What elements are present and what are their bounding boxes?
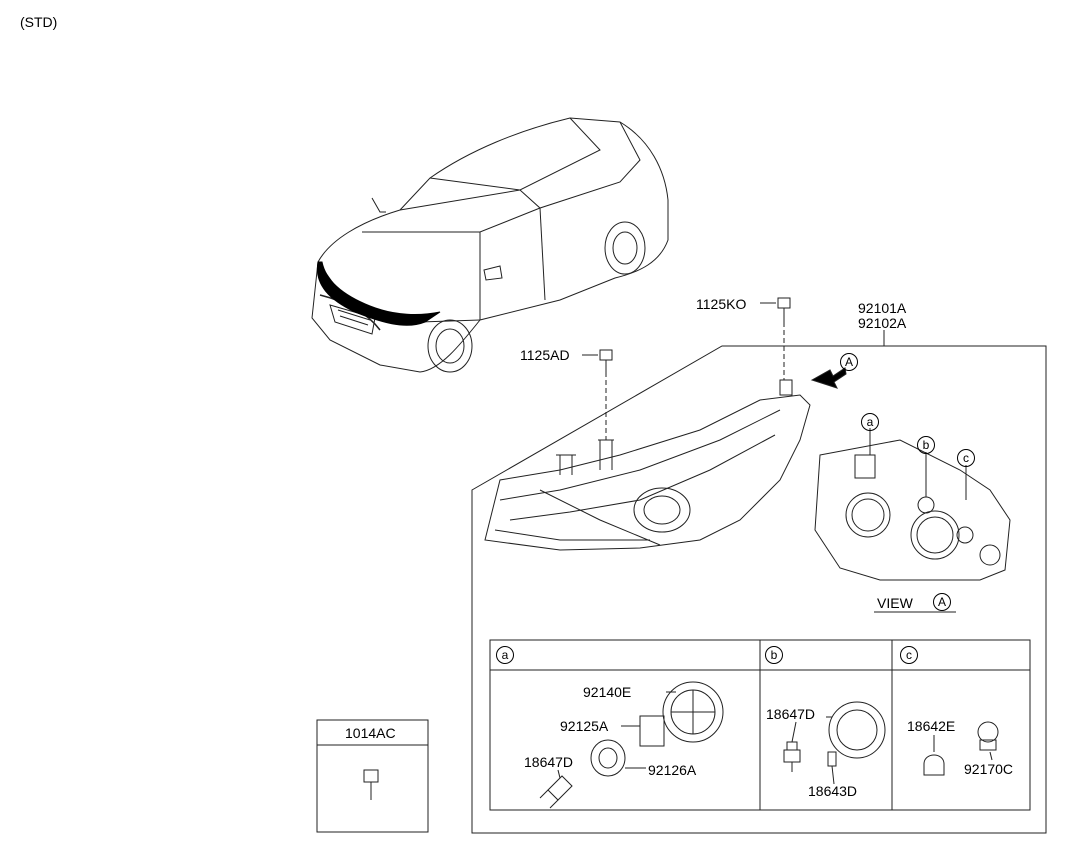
- label-18647d-a: 18647D: [524, 754, 574, 770]
- callout-a: a: [861, 413, 879, 431]
- label-assembly-2: 92102A: [858, 315, 907, 331]
- car-illustration: [311, 117, 669, 373]
- label-18647d-b: 18647D: [766, 706, 816, 722]
- label-18643d: 18643D: [808, 783, 858, 799]
- table-header-c: c: [900, 646, 918, 664]
- label-bolt-top: 1125KO: [696, 296, 747, 312]
- view-ref: A: [933, 593, 951, 611]
- label-92170c: 92170C: [964, 761, 1014, 777]
- label-92140e: 92140E: [583, 684, 632, 700]
- label-1014ac: 1014AC: [345, 725, 396, 741]
- label-18642e: 18642E: [907, 718, 956, 734]
- headlamp-highlight: [316, 261, 441, 326]
- view-label: VIEW: [877, 595, 913, 611]
- view-arrow-ref: A: [840, 353, 858, 371]
- label-assembly-1: 92101A: [858, 300, 907, 316]
- label-92126a: 92126A: [648, 762, 697, 778]
- variant-label: (STD): [20, 14, 58, 30]
- callout-b: b: [917, 436, 935, 454]
- table-header-a: a: [496, 646, 514, 664]
- label-bolt-left: 1125AD: [520, 347, 570, 363]
- label-92125a: 92125A: [560, 718, 609, 734]
- callout-c: c: [957, 449, 975, 467]
- table-header-b: b: [765, 646, 783, 664]
